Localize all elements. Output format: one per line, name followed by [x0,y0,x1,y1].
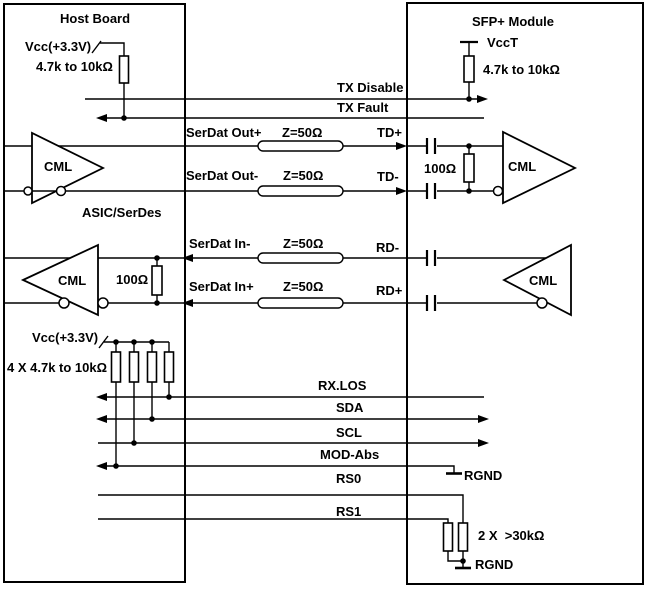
sfp-module-outline [406,2,644,585]
host-cml-receiver-triangle [20,243,99,317]
asic-serdes-label: ASIC/SerDes [82,205,162,220]
rs0-label: RS0 [336,471,362,486]
rs1-pulldown-resistor [442,522,454,552]
host-termination-label: 100Ω [116,272,149,287]
resistors [110,55,475,552]
module-pullup-resistor [463,55,475,83]
coupling-capacitors [425,138,437,311]
rgnd-label-2: RGND [475,557,514,572]
host-cml-receiver-label: CML [58,273,87,288]
sda-left-arrow [96,415,107,423]
tx-disable-arrow [477,95,488,103]
host-cml-driver-triangle [31,131,106,205]
quad-pullup-resistor-3 [146,351,158,383]
td-minus-arrow [396,187,407,195]
impedance-label-2: Z=50Ω [283,168,324,183]
tx-fault-arrow [96,114,107,122]
impedance-label-4: Z=50Ω [283,279,324,294]
serdat-in-minus-arrow [182,254,193,262]
serdat-in-minus-label: SerDat In- [189,236,251,251]
impedance-stadiums [257,140,344,309]
mod-abs-label: MOD-Abs [320,447,380,462]
host-pullup-value: 4.7k to 10kΩ [36,59,113,74]
host-board-title: Host Board [60,11,131,26]
rd-plus-label: RD+ [376,283,403,298]
serdat-out-minus-label: SerDat Out- [186,168,259,183]
rs1-label: RS1 [336,504,362,519]
host-termination-resistor [151,265,163,296]
rs0-pulldown-resistor [457,522,469,552]
rx-los-label: RX.LOS [318,378,367,393]
sfp-module-title: SFP+ Module [472,14,554,29]
td-plus-arrow [396,142,407,150]
rx-los-arrow [96,393,107,401]
module-cml-driver-triangle [502,130,578,205]
arrowheads [96,95,489,470]
mod-abs-arrow [96,462,107,470]
quad-pullup-resistor-4 [163,351,175,383]
impedance-label-3: Z=50Ω [283,236,324,251]
host-vcc-label: Vcc(+3.3V) [25,39,92,54]
host-cml-driver-label: CML [44,159,73,174]
serdat-out-plus-label: SerDat Out+ [186,125,262,140]
td-minus-label: TD- [377,169,399,184]
host-quad-pullup-value: 4 X 4.7k to 10kΩ [7,360,108,375]
rs-pulldown-value: 2 X >30kΩ [478,528,545,543]
module-termination-resistor [463,153,475,183]
sda-right-arrow [478,415,489,423]
tx-fault-label: TX Fault [337,100,389,115]
module-termination-label: 100Ω [424,161,457,176]
inversion-bubbles [23,185,548,309]
scl-label: SCL [336,425,362,440]
quad-pullup-resistor-2 [128,351,140,383]
td-plus-label: TD+ [377,125,402,140]
quad-pullup-resistor-1 [110,351,122,383]
rgnd-label-1: RGND [464,468,503,483]
module-cml-receiver-triangle [502,243,572,317]
host-quad-vcc-label: Vcc(+3.3V) [32,330,99,345]
serdat-in-plus-arrow [182,299,193,307]
scl-arrow [478,439,489,447]
module-pullup-value: 4.7k to 10kΩ [483,62,560,77]
host-board-outline [3,3,186,583]
rd-minus-label: RD- [376,240,400,255]
tx-disable-label: TX Disable [337,80,404,95]
host-pullup-resistor [118,55,130,84]
module-cml-receiver-label: CML [529,273,558,288]
serdat-in-plus-label: SerDat In+ [189,279,254,294]
vcct-label: VccT [487,35,519,50]
sda-label: SDA [336,400,364,415]
junction-dots [113,96,472,564]
module-cml-driver-label: CML [508,159,537,174]
impedance-label-1: Z=50Ω [282,125,323,140]
